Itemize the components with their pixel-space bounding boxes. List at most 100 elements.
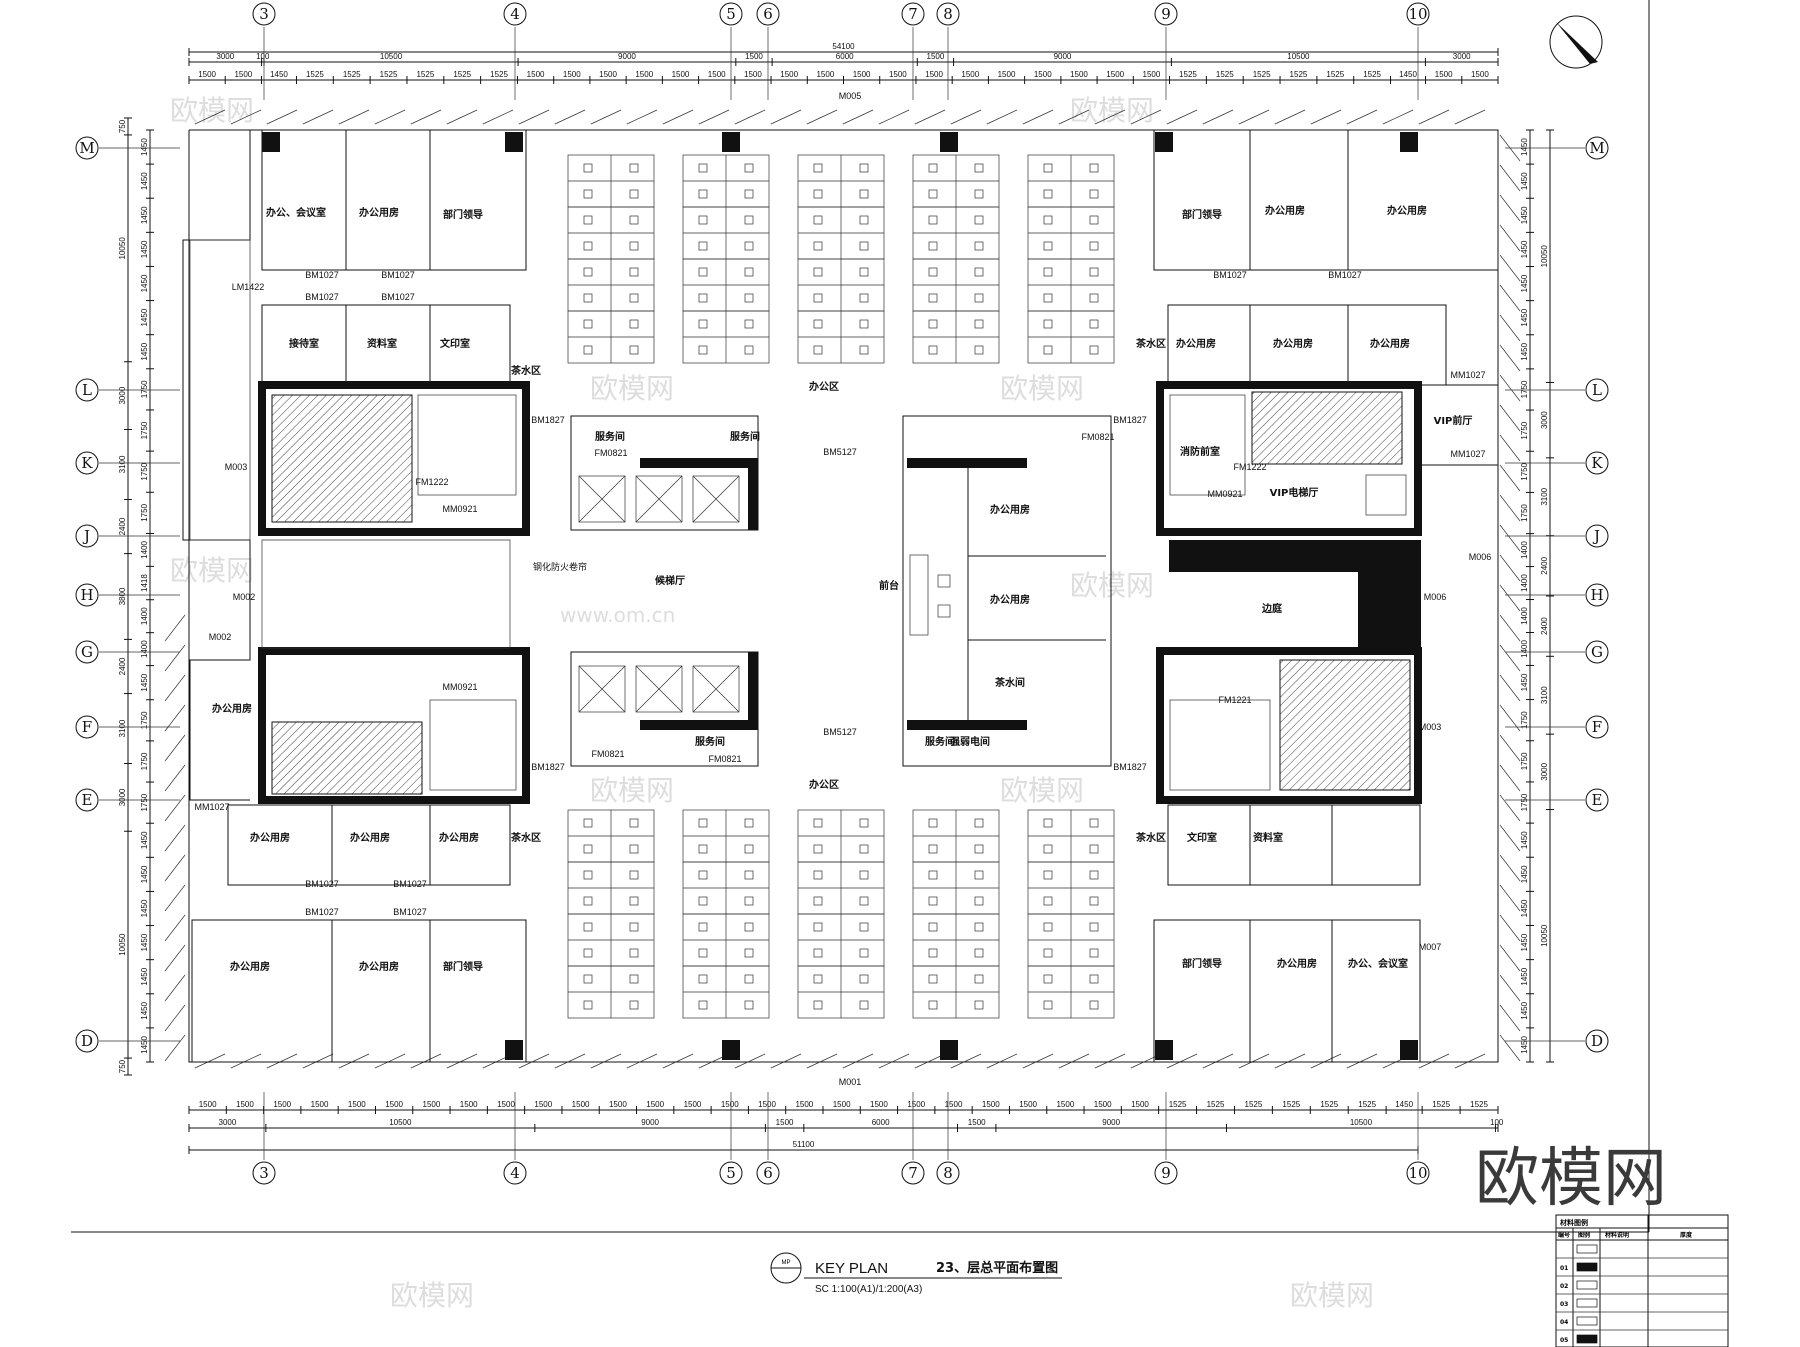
curtain-fin: [1499, 404, 1521, 432]
dimension-value: 10050: [118, 933, 127, 956]
elevator-bank-upper: [570, 415, 759, 531]
office-chair: [1089, 163, 1099, 173]
elevator-x: [635, 475, 683, 523]
office-chair: [974, 267, 984, 277]
dimension-value: 1500: [635, 70, 653, 79]
grid-label: L: [82, 381, 92, 399]
dimension-value: 10050: [118, 237, 127, 260]
elevator-car: [578, 665, 626, 713]
office-chair: [744, 818, 754, 828]
dimension-value: 750: [118, 119, 127, 133]
dimension-value: 1450: [1520, 240, 1529, 258]
office-chair: [583, 293, 593, 303]
office-chair: [974, 345, 984, 355]
curtain-fin: [1499, 224, 1521, 252]
room-label: 边庭: [1261, 602, 1283, 615]
grid-bubble: [1406, 2, 1430, 26]
grid-bubble: [75, 524, 99, 548]
office-chair: [629, 948, 639, 958]
grid-label: 4: [510, 1164, 520, 1182]
dimension-value: 1400: [140, 640, 149, 658]
dimension-value: 1750: [1520, 793, 1529, 811]
room-label: 文印室: [1187, 831, 1217, 844]
grid-bubble: [1585, 451, 1609, 475]
door-tag: M001: [839, 1077, 862, 1087]
room-label: 部门领导: [1182, 957, 1222, 970]
office-chair: [813, 896, 823, 906]
office-chair: [629, 1000, 639, 1010]
office-chair: [698, 241, 708, 251]
office-chair: [629, 818, 639, 828]
grid-label: 6: [763, 5, 773, 23]
office-chair: [974, 215, 984, 225]
dimension-value: 1500: [348, 1100, 366, 1109]
room-label: 文印室: [440, 337, 470, 350]
curtain-fin: [518, 1053, 550, 1069]
curtain-fin: [410, 1053, 442, 1069]
office-chair: [583, 818, 593, 828]
curtain-fin: [1499, 884, 1521, 912]
door-tag: MM1027: [1450, 370, 1485, 380]
dimension-value: 2400: [1540, 556, 1549, 574]
door-tag: BM1027: [381, 292, 415, 302]
office-chair: [1089, 319, 1099, 329]
legend-code: 03: [1560, 1301, 1568, 1308]
dimension-value: 3100: [118, 719, 127, 737]
workstation-clusters: [567, 154, 1115, 1019]
dimension-value: 9000: [618, 52, 636, 61]
room-label: 服务间: [695, 735, 725, 748]
office-chair: [583, 844, 593, 854]
grid-bubble: [75, 378, 99, 402]
dimension-value: 1500: [385, 1100, 403, 1109]
dimension-value: 1525: [416, 70, 434, 79]
door-tag: M003: [1419, 722, 1442, 732]
curtain-fin: [806, 109, 838, 125]
curtain-fin: [338, 1053, 370, 1069]
dimension-value: 1500: [236, 1100, 254, 1109]
grid-bubble: [1585, 715, 1609, 739]
office-chair: [698, 345, 708, 355]
office-chair: [1089, 948, 1099, 958]
office-chair: [744, 870, 754, 880]
curtain-fin: [1499, 704, 1521, 732]
office-chair: [974, 948, 984, 958]
curtain-fin: [1499, 734, 1521, 762]
office-chair: [928, 818, 938, 828]
curtain-fin: [164, 944, 186, 972]
room-label: 部门领导: [443, 208, 483, 221]
office-chair: [583, 163, 593, 173]
building-shell: [182, 129, 1499, 1063]
curtain-fin: [1499, 434, 1521, 462]
dimension-value: 1400: [1520, 574, 1529, 592]
dimension-value: 1400: [140, 540, 149, 558]
dimension-value: 1750: [140, 503, 149, 521]
elevator-bank-lower: [570, 651, 759, 767]
office-chair: [744, 922, 754, 932]
room-labels: 办公、会议室办公用房部门领导接待室资料室文印室茶水区办公用房办公用房办公用房办公…: [212, 204, 1472, 973]
curtain-fin: [164, 794, 186, 822]
curtain-fin: [1499, 254, 1521, 282]
curtain-fin: [1499, 584, 1521, 612]
dimension-value: 1750: [140, 421, 149, 439]
grid-bubble: [1585, 136, 1609, 160]
office-chair: [859, 870, 869, 880]
door-tag: MM1027: [194, 802, 229, 812]
office-chair: [813, 345, 823, 355]
dimension-value: 1750: [1520, 752, 1529, 770]
curtain-wall: [164, 109, 1521, 1069]
dimension-value: 1500: [198, 70, 216, 79]
office-chair: [698, 215, 708, 225]
room-label: 部门领导: [1182, 208, 1222, 221]
office-chair: [629, 267, 639, 277]
dimension-value: 9000: [1054, 52, 1072, 61]
room-label: 服务间: [595, 430, 625, 443]
dimension-value: 3000: [1453, 52, 1471, 61]
core-left-lower: [258, 647, 530, 804]
dimension-value: 1500: [234, 70, 252, 79]
office-chair: [629, 241, 639, 251]
grid-bubble: [75, 1029, 99, 1053]
dimension-value: 1450: [1520, 274, 1529, 292]
dimension-value: 3000: [118, 788, 127, 806]
dimension-value: 1500: [982, 1100, 1000, 1109]
